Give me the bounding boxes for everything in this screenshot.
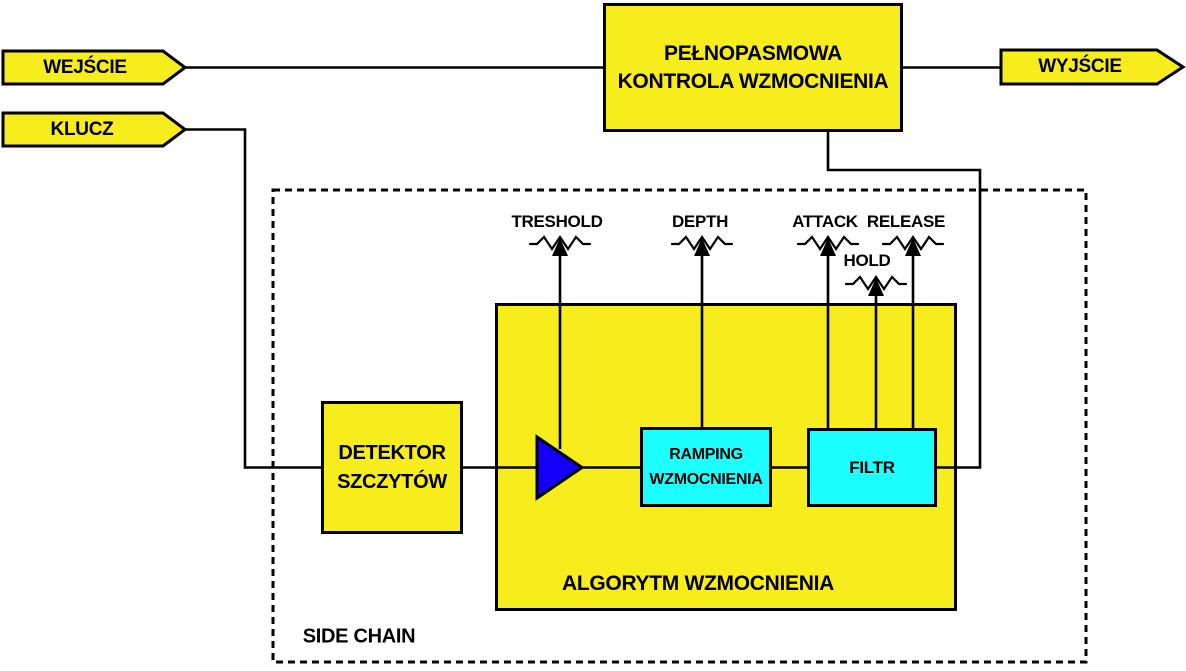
input-tag-label: WEJŚCIE [43,56,127,78]
gain-ramping-label-line2: WZMOCNIENIA [649,471,763,488]
gain-ramping-label-line1: RAMPING [669,446,743,463]
potentiometer-depth-icon [670,235,734,256]
filter-block: FILTR [807,428,937,507]
threshold-label: TRESHOLD [511,212,603,231]
key-tag-label: KLUCZ [50,118,114,140]
peak-detector-block: DETEKTOR SZCZYTÓW [321,401,463,534]
release-label: RELEASE [866,212,946,231]
gain-algorithm-label: ALGORYTM WZMOCNIENIA [561,572,835,595]
potentiometer-hold-icon [844,275,908,296]
depth-label: DEPTH [671,212,729,231]
output-tag-label: WYJŚCIE [1038,56,1122,77]
filter-label: FILTR [849,457,895,477]
gain-control-label-line1: PEŁNOPASMOWA [663,41,843,65]
gain-control-block: PEŁNOPASMOWA KONTROLA WZMOCNIENIA [603,3,903,132]
attack-label: ATTACK [792,212,858,231]
gain-ramping-block: RAMPING WZMOCNIENIA [640,427,772,507]
peak-detector-label-line2: SZCZYTÓW [337,470,447,493]
peak-detector-label-line1: DETEKTOR [338,441,446,464]
potentiometer-release-icon [881,235,945,256]
gain-control-label-line2: KONTROLA WZMOCNIENIA [617,69,889,93]
potentiometer-threshold-icon [528,235,592,256]
hold-label: HOLD [843,251,891,270]
side-chain-label: SIDE CHAIN [302,625,416,648]
